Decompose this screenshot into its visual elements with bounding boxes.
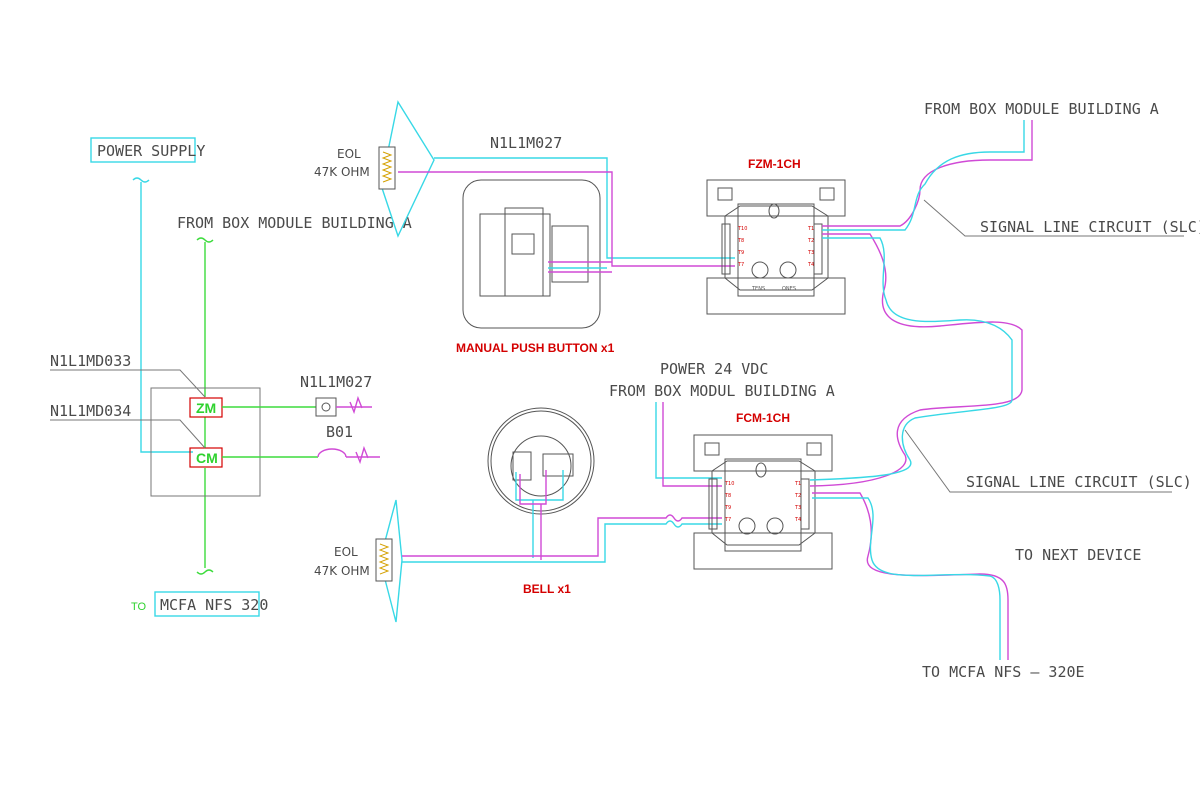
- svg-text:T2: T2: [794, 493, 801, 499]
- b01-label: B01: [326, 423, 353, 441]
- cm-label: CM: [196, 450, 218, 466]
- push-button-switch: [504, 207, 544, 297]
- svg-text:T9: T9: [724, 505, 731, 511]
- svg-text:T7: T7: [737, 262, 744, 268]
- top-magenta-loop: [398, 171, 735, 267]
- fcm-label: FCM-1CH: [736, 411, 790, 425]
- incoming-slc-cyan: [990, 120, 1025, 153]
- n1l1md033-label: N1L1MD033: [50, 352, 131, 370]
- from-box-modul-label: FROM BOX MODUL BUILDING A: [609, 382, 835, 400]
- power-supply-line: [132, 177, 193, 453]
- b01-eol-line: [346, 445, 380, 465]
- svg-text:T1: T1: [794, 481, 801, 487]
- top-eol-label-2: 47K OHM: [314, 165, 370, 179]
- to-mcfa-320e-label: TO MCFA NFS – 320E: [922, 663, 1085, 681]
- slc-top-leader: [923, 199, 1184, 237]
- svg-text:T9: T9: [737, 250, 744, 256]
- top-eol-zigzag: [381, 151, 393, 183]
- to-next-device-label: TO NEXT DEVICE: [1015, 546, 1141, 564]
- from-box-module-top-right-label: FROM BOX MODULE BUILDING A: [924, 100, 1159, 118]
- svg-text:ONES: ONES: [782, 286, 796, 292]
- bell-terminal-right: [542, 453, 574, 477]
- svg-text:T8: T8: [737, 238, 744, 244]
- n1l1m027-left-label: N1L1M027: [300, 373, 372, 391]
- slc-bottom-label: SIGNAL LINE CIRCUIT (SLC): [966, 473, 1192, 491]
- detector-eol-line: [336, 395, 372, 415]
- detector-symbol: [315, 397, 337, 417]
- power-supply-box: [90, 137, 196, 163]
- from-box-module-left-label: FROM BOX MODULE BUILDING A: [177, 214, 412, 232]
- mcfa-nfs-320-box: [154, 591, 260, 617]
- svg-text:T10: T10: [737, 226, 747, 232]
- power-24vdc-magenta-line: [662, 402, 722, 487]
- bell-wiring-cyan: [515, 470, 564, 558]
- bell-inner-ring: [510, 435, 572, 497]
- b01-bell-symbol: [317, 448, 347, 458]
- to-prefix-label: TO: [131, 601, 147, 613]
- svg-text:T8: T8: [724, 493, 731, 499]
- power-24vdc-label: POWER 24 VDC: [660, 360, 768, 378]
- slc-bottom-leader: [904, 429, 1172, 493]
- incoming-slc-magenta: [990, 120, 1033, 161]
- slc-twisted-pair-cyan: [809, 151, 1013, 660]
- manual-push-button-body: [462, 179, 601, 329]
- push-button-wiring: [548, 261, 612, 273]
- mcfa-nfs-320-label: MCFA NFS 320: [160, 596, 268, 614]
- n1l1md034-label: N1L1MD034: [50, 402, 131, 420]
- module-enclosure: [150, 387, 261, 497]
- bottom-eol-zigzag: [378, 543, 390, 575]
- power-supply-label: POWER SUPPLY: [97, 142, 205, 160]
- n1l1md034-leader: [50, 419, 206, 449]
- svg-text:T2: T2: [807, 238, 814, 244]
- bell-outer-ring: [487, 407, 595, 515]
- top-cyan-loop: [434, 157, 735, 259]
- svg-text:T4: T4: [807, 262, 814, 268]
- push-button-actuator: [511, 233, 535, 255]
- svg-text:T3: T3: [807, 250, 814, 256]
- svg-text:T3: T3: [794, 505, 801, 511]
- green-bus-line: [196, 237, 214, 575]
- detector-circle: [321, 402, 331, 412]
- fcm-module: [693, 434, 833, 570]
- svg-text:TENS: TENS: [751, 286, 765, 292]
- svg-text:T10: T10: [724, 481, 734, 487]
- manual-push-button-label: MANUAL PUSH BUTTON x1: [456, 341, 615, 355]
- svg-text:T1: T1: [807, 226, 814, 232]
- power-24vdc-cyan-line: [655, 402, 722, 479]
- slc-top-label: SIGNAL LINE CIRCUIT (SLC): [980, 218, 1200, 236]
- svg-text:T4: T4: [794, 517, 801, 523]
- n1l1md033-leader: [50, 369, 206, 398]
- bottom-eol-label-2: 47K OHM: [314, 564, 370, 578]
- bottom-magenta-loop: [402, 514, 722, 557]
- push-button-terminal-block: [551, 225, 589, 283]
- n1l1m027-top-label: N1L1M027: [490, 134, 562, 152]
- zm-label: ZM: [196, 400, 216, 416]
- fzm-module: [706, 179, 846, 315]
- svg-text:T7: T7: [724, 517, 731, 523]
- bottom-cyan-loop: [402, 520, 722, 563]
- bell-wiring-magenta: [519, 470, 547, 560]
- bell-terminal-left: [512, 451, 532, 481]
- bottom-eol-label-1: EOL: [334, 545, 358, 559]
- bell-label: BELL x1: [523, 582, 571, 596]
- fzm-label: FZM-1CH: [748, 157, 801, 171]
- top-eol-label-1: EOL: [337, 147, 361, 161]
- push-button-inner-frame: [479, 213, 551, 297]
